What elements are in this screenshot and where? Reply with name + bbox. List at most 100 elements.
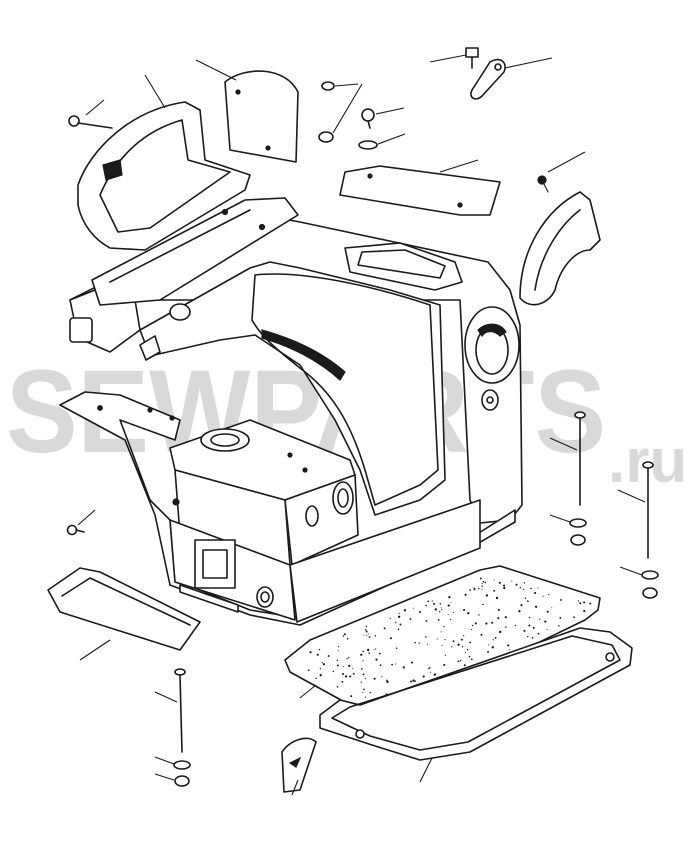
speckle	[463, 608, 466, 611]
leader-line	[77, 509, 96, 526]
speckle	[385, 679, 388, 682]
speckle	[309, 651, 312, 654]
speckle	[426, 643, 428, 645]
speckle	[414, 680, 416, 682]
speckle	[397, 628, 400, 631]
bed-screw	[66, 509, 96, 536]
link-lever-hole	[494, 63, 502, 71]
speckle	[461, 646, 464, 648]
speckle	[336, 686, 339, 688]
washer	[321, 81, 335, 91]
speckle	[362, 650, 364, 653]
arm-throat	[251, 273, 439, 506]
leader-line	[419, 757, 433, 783]
nut	[642, 587, 658, 599]
speckle	[431, 600, 433, 602]
speckle	[410, 661, 414, 664]
speckle	[457, 660, 460, 663]
gasket-part	[284, 565, 601, 706]
pan-hole	[605, 652, 615, 662]
speckle	[474, 622, 477, 625]
speckle	[315, 677, 317, 680]
speckle	[425, 636, 427, 638]
speckle	[493, 579, 495, 581]
strip-hole	[367, 173, 373, 179]
speckle	[433, 602, 436, 605]
speckle	[341, 680, 344, 683]
speckle	[447, 604, 450, 606]
washer	[318, 131, 334, 143]
leader-line	[429, 54, 467, 63]
speckle	[492, 639, 495, 641]
speckle	[348, 656, 350, 659]
base-hole-inner	[260, 591, 270, 603]
speckle	[449, 618, 452, 621]
side-cover-part	[77, 74, 251, 251]
drip-tray	[47, 567, 201, 651]
base-bore-inner	[210, 433, 240, 447]
speckle	[440, 607, 442, 609]
speckle	[365, 625, 368, 628]
plate-hole	[235, 89, 241, 95]
leader-line	[154, 691, 178, 703]
speckle	[491, 646, 494, 649]
speckle	[362, 673, 365, 676]
speckle	[481, 585, 484, 587]
top-rail-edge	[109, 209, 251, 283]
leader-line	[549, 514, 571, 523]
leader-line	[439, 159, 479, 173]
speckle	[443, 663, 446, 666]
speckle	[368, 636, 371, 638]
speckle	[537, 632, 540, 635]
speckle	[443, 625, 445, 628]
leader-line	[617, 489, 646, 503]
rail-hole	[258, 223, 266, 231]
speckle	[453, 611, 455, 614]
speckle	[386, 680, 389, 684]
speckle	[444, 654, 446, 657]
speckle	[437, 619, 440, 621]
speckle	[403, 609, 407, 612]
speckle	[534, 591, 537, 595]
leader-line	[291, 779, 299, 796]
speckle	[430, 671, 432, 673]
speckle	[508, 648, 511, 651]
side-cover	[77, 101, 251, 251]
speckle	[498, 581, 501, 584]
bolt-head	[174, 668, 186, 676]
speckle	[434, 608, 437, 611]
base-hole-dot	[302, 467, 308, 473]
speckle	[352, 672, 355, 675]
speckle	[546, 628, 548, 630]
speckle	[341, 672, 345, 676]
speckle	[519, 587, 521, 589]
speckle	[499, 630, 502, 634]
speckle	[365, 630, 368, 633]
screw-shank	[77, 122, 113, 129]
base-bracket-inner	[202, 549, 228, 579]
strip-hole	[457, 202, 463, 208]
speckle	[426, 620, 428, 622]
speckle	[412, 607, 414, 609]
screw-head	[68, 115, 80, 127]
leader-line	[547, 151, 586, 173]
speckle	[316, 653, 319, 656]
speckle	[473, 588, 476, 591]
belt-guard	[519, 191, 601, 306]
speckle	[419, 611, 421, 613]
leader-line	[195, 59, 237, 81]
speckle	[464, 651, 466, 654]
head-clamp	[69, 317, 93, 343]
speckle	[344, 675, 348, 678]
washer	[358, 140, 378, 150]
speckle	[369, 691, 372, 694]
speckle	[379, 664, 382, 666]
base-foot	[179, 584, 239, 613]
speckle	[460, 638, 463, 641]
speckle	[497, 608, 500, 611]
leader-line	[79, 639, 111, 661]
speckle	[378, 652, 381, 655]
speckle	[439, 603, 442, 605]
bolt-head	[642, 461, 654, 469]
speckle	[450, 601, 452, 603]
